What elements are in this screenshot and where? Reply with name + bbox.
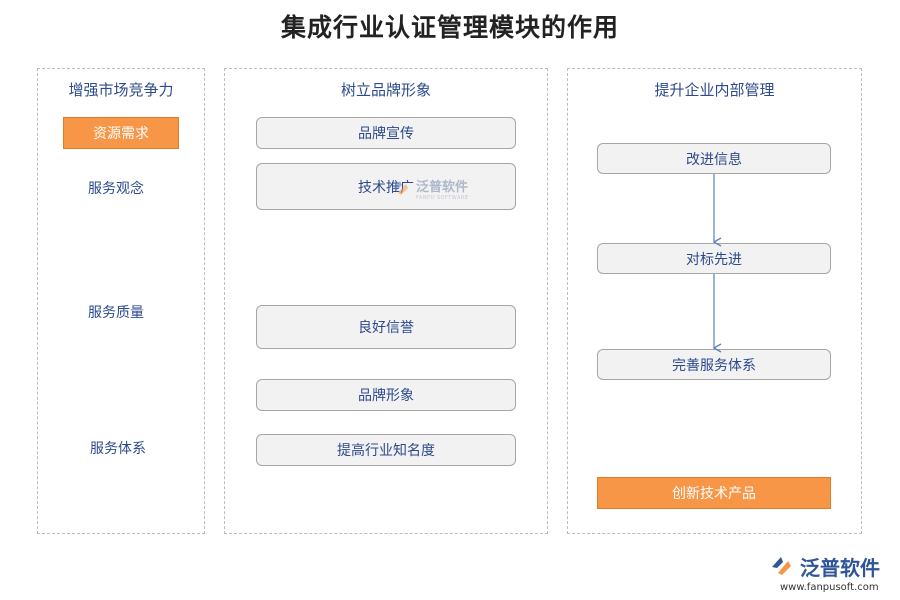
- industry-awareness-box: 提高行业知名度: [256, 434, 516, 466]
- watermark-center: 泛普软件 FANPU SOFTWARE: [390, 176, 469, 201]
- panel-title-right: 提升企业内部管理: [654, 81, 775, 99]
- watermark-brand-text: 泛普软件: [800, 556, 880, 580]
- fanpu-logo-icon: [772, 556, 791, 575]
- left-item-service-system: 服务体系: [90, 441, 146, 457]
- left-item-service-concept: 服务观念: [88, 181, 144, 197]
- fanpu-logo-icon: [393, 180, 408, 195]
- brand-image-box: 品牌形象: [256, 379, 516, 411]
- resource-demand-box: 资源需求: [63, 117, 179, 149]
- tech-promotion-box: 技术推广: [256, 163, 516, 210]
- watermark-center-sub: FANPU SOFTWARE: [416, 195, 469, 201]
- watermark-bottom-right: 泛普软件 www.fanpusoft.com: [768, 552, 880, 593]
- watermark-url: www.fanpusoft.com: [780, 582, 879, 593]
- panel-brand-image: 树立品牌形象: [224, 68, 548, 534]
- panel-title-middle: 树立品牌形象: [340, 81, 431, 99]
- benchmark-advanced-box: 对标先进: [597, 243, 831, 274]
- panel-title-left: 增强市场竞争力: [68, 81, 174, 99]
- good-reputation-box: 良好信誉: [256, 305, 516, 349]
- panel-market-competitiveness: 增强市场竞争力: [37, 68, 205, 534]
- watermark-center-text: 泛普软件: [416, 180, 469, 195]
- improve-info-box: 改进信息: [597, 143, 831, 174]
- innovate-tech-product-box: 创新技术产品: [597, 477, 831, 509]
- diagram-title: 集成行业认证管理模块的作用: [280, 13, 619, 42]
- panel-internal-management: 提升企业内部管理: [567, 68, 862, 534]
- left-item-service-quality: 服务质量: [88, 305, 144, 321]
- brand-promotion-box: 品牌宣传: [256, 117, 516, 149]
